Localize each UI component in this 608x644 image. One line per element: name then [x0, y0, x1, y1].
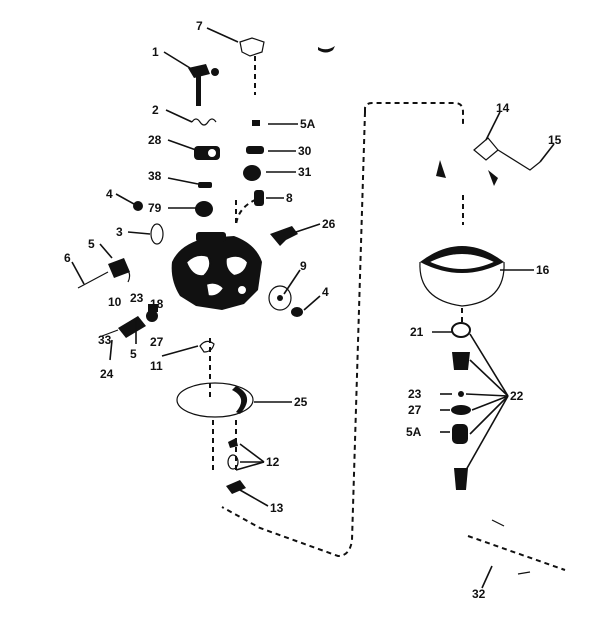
label-21: 21 — [410, 325, 424, 339]
label-10: 10 — [108, 295, 122, 309]
label-25: 25 — [294, 395, 308, 409]
label-2: 2 — [152, 103, 159, 117]
label-24: 24 — [100, 367, 114, 381]
label-5-upper: 5 — [88, 237, 95, 251]
label-18: 18 — [150, 297, 164, 311]
label-28: 28 — [148, 133, 162, 147]
label-13: 13 — [270, 501, 284, 515]
part-7-cap — [239, 37, 265, 57]
part-13 — [226, 480, 246, 494]
label-12: 12 — [266, 455, 280, 469]
label-11: 11 — [150, 359, 163, 373]
label-26: 26 — [322, 217, 336, 231]
label-27-left: 27 — [150, 335, 164, 349]
label-33: 33 — [98, 333, 112, 347]
part-25-gasket — [176, 382, 254, 418]
float-bowl-assembly — [419, 137, 541, 575]
label-15: 15 — [548, 133, 562, 147]
part-1-screw — [188, 64, 210, 78]
leader-lines — [71, 27, 555, 589]
label-4-right: 4 — [322, 285, 329, 299]
part-number-labels: 7 1 2 28 38 79 4 3 5 6 10 23 18 27 33 5 … — [64, 19, 562, 601]
label-22: 22 — [510, 389, 524, 403]
label-23-left: 23 — [130, 291, 144, 305]
carburetor-parts — [77, 37, 335, 494]
label-9: 9 — [300, 259, 307, 273]
label-4-left: 4 — [106, 187, 113, 201]
carburetor-body — [171, 232, 262, 310]
part-16-float-bowl — [419, 246, 505, 307]
part-26-lever — [270, 226, 298, 246]
label-5A-right: 5A — [406, 425, 422, 439]
label-3: 3 — [116, 225, 123, 239]
assembly-dashed-lines — [209, 56, 566, 571]
label-7: 7 — [196, 19, 203, 33]
label-27-right: 27 — [408, 403, 422, 417]
label-6: 6 — [64, 251, 71, 265]
label-30: 30 — [298, 144, 312, 158]
label-14: 14 — [496, 101, 510, 115]
label-5A-top: 5A — [300, 117, 316, 131]
label-23-right: 23 — [408, 387, 422, 401]
label-38: 38 — [148, 169, 162, 183]
label-8: 8 — [286, 191, 293, 205]
label-16: 16 — [536, 263, 550, 277]
label-1: 1 — [152, 45, 159, 59]
label-32: 32 — [472, 587, 486, 601]
label-79: 79 — [148, 201, 162, 215]
part-2-spring — [191, 118, 217, 126]
label-31: 31 — [298, 165, 312, 179]
label-5-lower: 5 — [130, 347, 137, 361]
